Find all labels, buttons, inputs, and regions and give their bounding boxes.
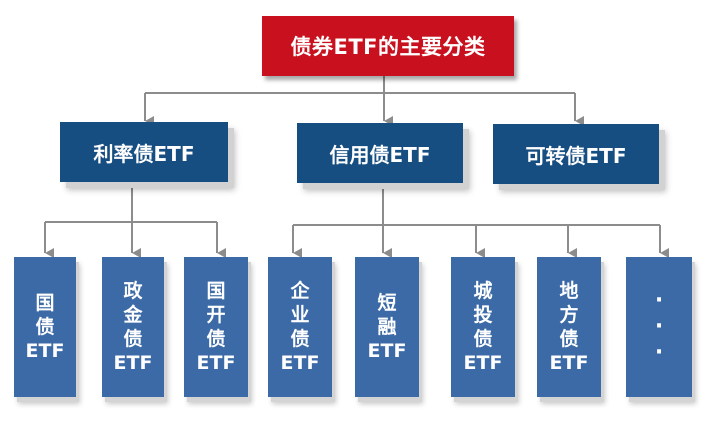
leaf-label: 地 方 债 ETF: [549, 280, 589, 374]
leaf-label: 短 融 ETF: [367, 292, 407, 362]
title-box: 债券ETF的主要分类: [262, 16, 514, 76]
category-label: 信用债ETF: [329, 142, 431, 167]
leaf-label: 政 金 债 ETF: [113, 280, 153, 374]
leaf-label: 企 业 债 ETF: [280, 280, 320, 374]
leaf-policy-financial-bond: 政 金 债 ETF: [102, 257, 164, 397]
diagram-title: 债券ETF的主要分类: [290, 35, 486, 59]
leaf-label: 国 开 债 ETF: [196, 280, 236, 374]
leaf-corporate-bond: 企 业 债 ETF: [268, 257, 332, 397]
leaf-treasury-bond: 国 债 ETF: [14, 257, 76, 397]
category-convertible-bond: 可转债ETF: [493, 124, 659, 184]
leaf-label: 国 债 ETF: [25, 292, 65, 362]
category-credit-bond: 信用债ETF: [297, 123, 463, 183]
leaf-more-ellipsis: · · ·: [626, 257, 692, 397]
category-rate-bond: 利率债ETF: [60, 122, 228, 182]
leaf-label: 城 投 债 ETF: [463, 280, 503, 374]
category-label: 利率债ETF: [93, 141, 195, 166]
leaf-urban-investment-bond: 城 投 债 ETF: [451, 257, 515, 397]
leaf-local-government-bond: 地 方 债 ETF: [537, 257, 601, 397]
leaf-short-term-financing: 短 融 ETF: [355, 257, 419, 397]
ellipsis-label: · · ·: [654, 288, 664, 365]
category-label: 可转债ETF: [525, 143, 627, 168]
leaf-cdb-bond: 国 开 债 ETF: [184, 257, 248, 397]
